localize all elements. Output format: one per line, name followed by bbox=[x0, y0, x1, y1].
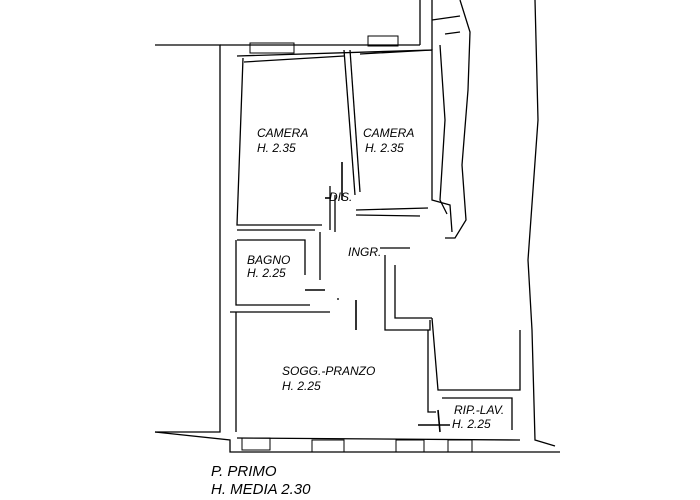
outer-walls bbox=[154, 0, 560, 453]
room-name-bagno: BAGNO bbox=[247, 253, 290, 267]
room-height-soggiorno-pranzo: H. 2.25 bbox=[282, 379, 321, 393]
average-height: H. MEDIA 2.30 bbox=[211, 481, 311, 498]
room-labels: CAMERA H. 2.35 CAMERA H. 2.35 DIS. BAGNO… bbox=[247, 126, 504, 431]
room-height-camera-1: H. 2.35 bbox=[257, 141, 296, 155]
room-name-disimpegno: DIS. bbox=[329, 190, 352, 204]
room-name-camera-2: CAMERA bbox=[363, 126, 414, 140]
room-height-bagno: H. 2.25 bbox=[247, 266, 286, 280]
room-name-camera-1: CAMERA bbox=[257, 126, 308, 140]
interior-walls bbox=[230, 49, 521, 432]
plan-title: P. PRIMO H. MEDIA 2.30 bbox=[211, 463, 311, 498]
floor-name: P. PRIMO bbox=[211, 463, 277, 480]
door-marks bbox=[305, 162, 450, 433]
room-height-ripostiglio-lavanderia: H. 2.25 bbox=[452, 417, 491, 431]
room-name-soggiorno-pranzo: SOGG.-PRANZO bbox=[282, 364, 375, 378]
room-height-camera-2: H. 2.35 bbox=[365, 141, 404, 155]
room-name-ripostiglio-lavanderia: RIP.-LAV. bbox=[454, 403, 504, 417]
room-name-ingresso: INGR. bbox=[348, 245, 381, 259]
